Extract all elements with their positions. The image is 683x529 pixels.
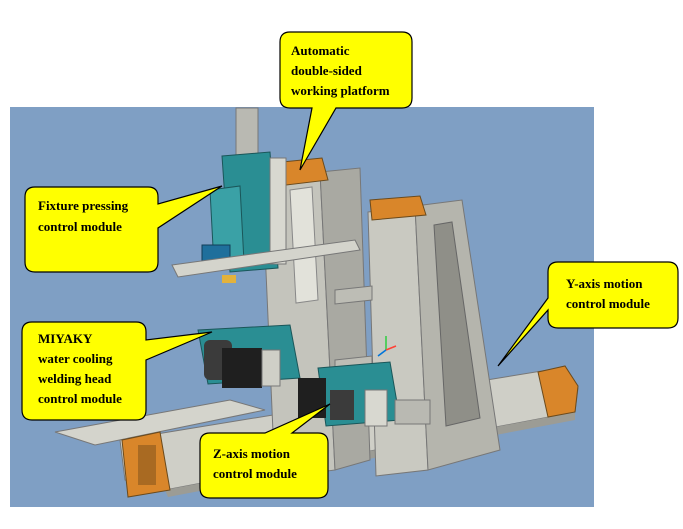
callout-miyaky-line-2: water cooling (38, 351, 113, 366)
callout-fixture: Fixture pressing control module (24, 185, 223, 273)
callout-yaxis: Y-axis motion control module (497, 261, 679, 367)
callout-zaxis-bubble (199, 403, 331, 499)
machine-render (54, 107, 579, 498)
callout-miyaky-line-1: MIYAKY (38, 331, 93, 346)
callout-yaxis-line-1: Y-axis motion (566, 276, 643, 291)
callout-miyaky-bubble (21, 321, 213, 421)
callout-platform-line-2: double-sided (291, 63, 363, 78)
callout-zaxis-line-2: control module (213, 466, 297, 481)
callout-platform-line-3: working platform (291, 83, 390, 98)
callout-platform-line-1: Automatic (291, 43, 350, 58)
callout-fixture-line-2: control module (38, 219, 122, 234)
callout-fixture-bubble (24, 185, 223, 273)
callout-yaxis-bubble (497, 261, 679, 367)
callout-miyaky: MIYAKY water cooling welding head contro… (21, 321, 213, 421)
callout-yaxis-line-2: control module (566, 296, 650, 311)
callout-platform: Automatic double-sided working platform (279, 31, 413, 171)
callout-fixture-line-1: Fixture pressing (38, 198, 129, 213)
callout-platform-bubble (279, 31, 413, 171)
callout-zaxis-line-1: Z-axis motion (213, 446, 291, 461)
callout-zaxis: Z-axis motion control module (199, 403, 331, 499)
callout-miyaky-line-3: welding head (38, 371, 112, 386)
callout-miyaky-line-4: control module (38, 391, 122, 406)
